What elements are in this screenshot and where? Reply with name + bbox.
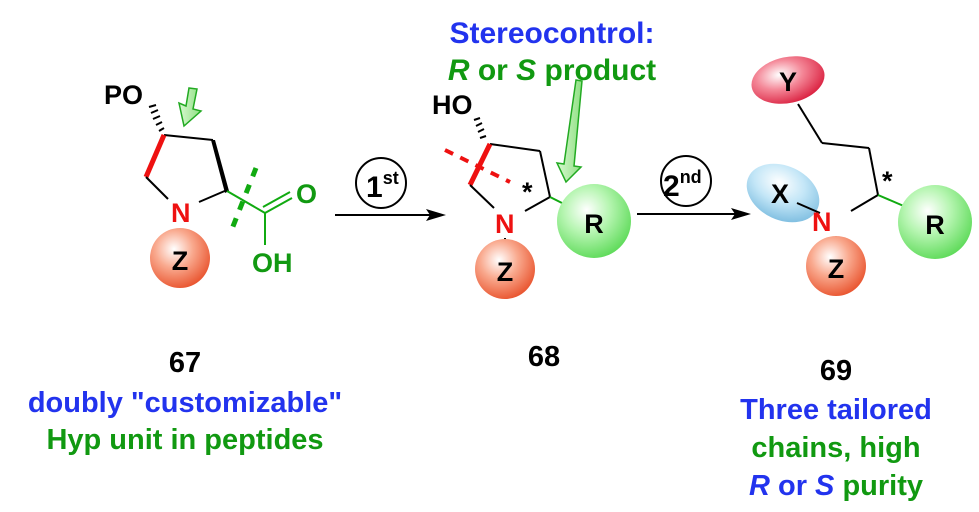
atom-oh: OH <box>252 248 293 278</box>
arrow-head-icon <box>731 208 751 220</box>
atom-z: Z <box>172 246 189 276</box>
caption-67-line-2: Hyp unit in peptides <box>46 424 323 456</box>
caption-69-line-1: Three tailored <box>740 394 932 426</box>
red-bond <box>467 142 493 187</box>
ring-bond <box>524 196 551 212</box>
atom-n: N <box>495 209 515 239</box>
atom-n: N <box>812 207 832 237</box>
stereocenter-star: * <box>522 177 533 207</box>
z-group-ball <box>475 239 535 299</box>
r-group-ball <box>898 185 972 259</box>
step-2-number: 2 <box>663 170 680 203</box>
carbonyl-bond <box>264 197 293 214</box>
atom-r: R <box>584 209 604 239</box>
chain-bond <box>797 103 823 144</box>
step-2-suffix: nd <box>680 167 702 187</box>
header-stereocontrol: Stereocontrol: <box>449 17 654 50</box>
carbonyl-bond <box>262 191 291 208</box>
atom-n: N <box>171 198 191 228</box>
compound-67-structure: PO N Z O OH <box>104 80 317 288</box>
hashed-bond <box>148 104 165 132</box>
step-1-label: 1st <box>366 168 399 204</box>
compound-69-structure: Y X N * Z R <box>746 56 972 296</box>
ring-bond <box>145 176 169 200</box>
atom-r: R <box>925 210 945 240</box>
atom-x: X <box>771 179 789 209</box>
step-2-arrow: 2nd <box>637 155 751 220</box>
header-or: or <box>469 54 516 87</box>
ring-bond <box>469 184 495 209</box>
compound-number-68: 68 <box>528 341 560 373</box>
atom-ho: HO <box>432 90 473 120</box>
step-2-label: 2nd <box>663 167 702 203</box>
r-group-ball <box>557 184 631 258</box>
red-bond <box>143 134 167 178</box>
y-group-ellipse <box>751 56 825 104</box>
atom-z: Z <box>497 257 514 287</box>
atom-po: PO <box>104 80 143 110</box>
caption-69-or: or <box>770 470 815 502</box>
ring-bond <box>198 189 228 203</box>
atom-y: Y <box>779 67 797 97</box>
header-product: product <box>536 54 656 87</box>
compound-number-67: 67 <box>169 347 201 379</box>
step-circle <box>355 157 407 209</box>
atom-o: O <box>296 179 317 209</box>
step-1-number: 1 <box>366 171 383 204</box>
header-s: S <box>516 54 536 87</box>
caption-67-line-1: doubly "customizable" <box>28 387 342 419</box>
green-down-arrow-icon <box>555 79 583 184</box>
n-c-bond <box>850 194 879 212</box>
caption-69-purity: purity <box>834 470 923 502</box>
green-down-arrow-icon <box>177 87 203 128</box>
step-1-arrow: 1st <box>335 157 446 221</box>
step-circle <box>660 155 712 207</box>
cleavage-mark <box>227 167 259 235</box>
wedge-bond <box>211 140 229 193</box>
caption-69-line-2: chains, high <box>751 432 920 464</box>
caption-69-line-3: R or S purity <box>749 470 923 502</box>
hashed-bond <box>473 117 487 139</box>
green-bond <box>226 190 266 214</box>
z-group-ball <box>150 228 210 288</box>
ring-bond <box>539 150 551 198</box>
x-n-bond <box>796 202 821 214</box>
header-product-line: R or S product <box>448 54 656 87</box>
arrow-head-icon <box>426 209 446 221</box>
caption-69-s: S <box>815 470 835 502</box>
compound-number-69: 69 <box>820 355 852 387</box>
step-1-suffix: st <box>383 168 399 188</box>
ring-bond <box>163 134 214 141</box>
atom-z: Z <box>828 254 845 284</box>
compound-68-structure: HO * N Z R <box>432 79 631 299</box>
chain-bond <box>821 142 870 149</box>
stereocenter-star: * <box>882 166 893 196</box>
cleavage-mark <box>444 148 511 184</box>
header-r: R <box>448 54 470 87</box>
chain-bond <box>868 147 879 196</box>
ring-bond <box>489 143 541 152</box>
caption-69-r: R <box>749 470 770 502</box>
z-group-ball <box>806 236 866 296</box>
x-group-ellipse <box>746 163 820 223</box>
